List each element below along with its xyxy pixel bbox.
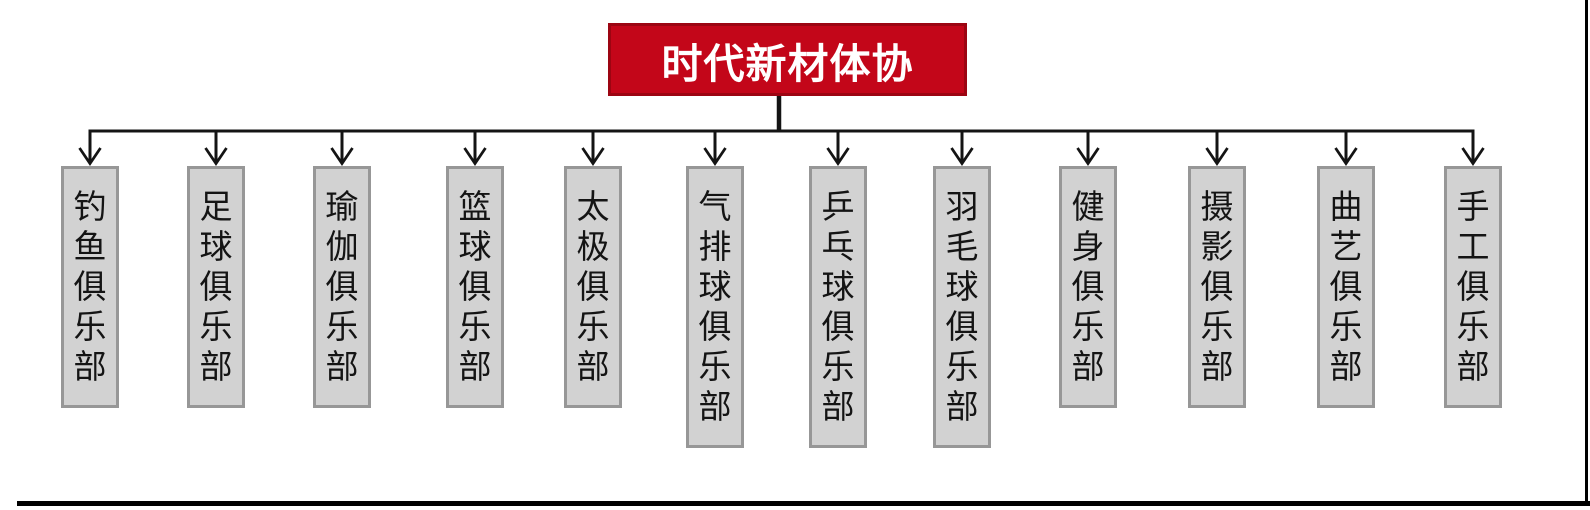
child-node-label: 手工俱乐部 bbox=[1456, 187, 1490, 386]
child-node-label: 健身俱乐部 bbox=[1071, 187, 1105, 386]
child-node-label: 瑜伽俱乐部 bbox=[325, 187, 359, 386]
child-node-label: 足球俱乐部 bbox=[199, 187, 233, 386]
child-node-label: 篮球俱乐部 bbox=[458, 187, 492, 386]
child-node-label: 乒乓球俱乐部 bbox=[821, 187, 855, 426]
child-node-label: 太极俱乐部 bbox=[576, 187, 610, 386]
child-node-10: 摄影俱乐部 bbox=[1188, 166, 1246, 408]
child-node-label: 曲艺俱乐部 bbox=[1329, 187, 1363, 386]
child-node-label: 羽毛球俱乐部 bbox=[945, 187, 979, 426]
child-node-3: 瑜伽俱乐部 bbox=[313, 166, 371, 408]
child-node-8: 羽毛球俱乐部 bbox=[933, 166, 991, 448]
child-node-4: 篮球俱乐部 bbox=[446, 166, 504, 408]
child-node-5: 太极俱乐部 bbox=[564, 166, 622, 408]
frame-border-right bbox=[1585, 0, 1588, 506]
child-node-2: 足球俱乐部 bbox=[187, 166, 245, 408]
frame-border-bottom bbox=[17, 501, 1590, 506]
child-node-7: 乒乓球俱乐部 bbox=[809, 166, 867, 448]
child-node-9: 健身俱乐部 bbox=[1059, 166, 1117, 408]
child-node-11: 曲艺俱乐部 bbox=[1317, 166, 1375, 408]
child-node-label: 钓鱼俱乐部 bbox=[73, 187, 107, 386]
child-node-6: 气排球俱乐部 bbox=[686, 166, 744, 448]
root-node-label: 时代新材体协 bbox=[661, 39, 914, 88]
child-node-12: 手工俱乐部 bbox=[1444, 166, 1502, 408]
child-node-label: 摄影俱乐部 bbox=[1200, 187, 1234, 386]
child-node-1: 钓鱼俱乐部 bbox=[61, 166, 119, 408]
root-node: 时代新材体协 bbox=[608, 23, 967, 96]
child-node-label: 气排球俱乐部 bbox=[698, 187, 732, 426]
